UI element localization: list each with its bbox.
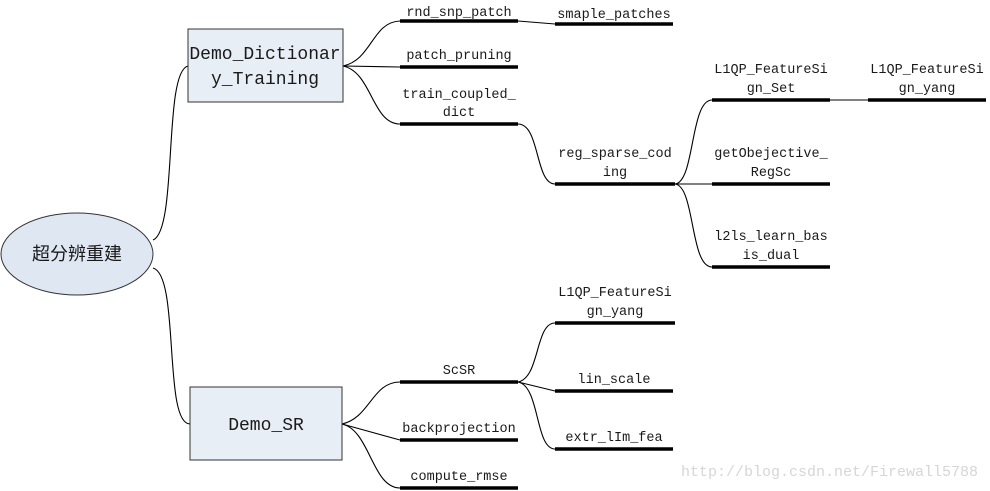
training-labels: rnd_snp_patch smaple_patches patch_pruni… [402, 6, 983, 264]
demo-sr-title: Demo_SR [228, 416, 304, 436]
node-rnd-snp-patch[interactable]: rnd_snp_patch [406, 6, 511, 21]
connectors [152, 20, 868, 489]
root-ellipse [0, 212, 154, 296]
node-l1qp-yang-line2[interactable]: gn_yang [899, 82, 956, 97]
node-getobj-line1[interactable]: getObejective_ [714, 147, 828, 162]
node-scsr[interactable]: ScSR [443, 364, 475, 379]
connector-training-coupled [342, 65, 401, 125]
connector-scsr-l1qp [517, 322, 556, 383]
node-train-coupled-line1[interactable]: train_coupled_ [402, 88, 516, 103]
watermark: http://blog.csdn.net/Firewall5788 [681, 464, 978, 481]
node-l1qp-yang-line1[interactable]: L1QP_FeatureSi [870, 63, 983, 78]
node-train-coupled-line2[interactable]: dict [443, 106, 475, 121]
node-extr-fea[interactable]: extr_lIm_fea [565, 431, 662, 446]
demo-dictionary-training-title-line2: y_Training [211, 70, 319, 90]
node-l2ls-line1[interactable]: l2ls_learn_bas [714, 230, 827, 245]
demo-dictionary-training-box [187, 28, 344, 103]
node-l1qp-set-line1[interactable]: L1QP_FeatureSi [714, 63, 827, 78]
node-reg-sparse-line1[interactable]: reg_sparse_cod [558, 147, 671, 162]
connector-sr-backproj [341, 423, 401, 441]
root-label: 超分辨重建 [32, 244, 122, 265]
connector-scsr-lin [517, 381, 556, 392]
demo-dictionary-training-node[interactable]: Demo_Dictionar y_Training [187, 28, 344, 103]
demo-sr-node[interactable]: Demo_SR [189, 386, 343, 461]
demo-dictionary-training-title-line1: Demo_Dictionar [189, 45, 340, 65]
node-reg-sparse-line2[interactable]: ing [603, 166, 627, 181]
connector-reg-l2ls [674, 183, 713, 268]
connector-training-rnd [342, 20, 401, 67]
connector-coupled-reg [517, 123, 556, 185]
node-l1qp-set-line2[interactable]: gn_Set [747, 82, 796, 97]
node-getobj-line2[interactable]: RegSc [751, 166, 792, 181]
node-underlines [400, 19, 986, 490]
node-smaple-patches[interactable]: smaple_patches [557, 8, 670, 23]
connector-reg-l1qp-set [674, 99, 713, 185]
node-l2ls-line2[interactable]: is_dual [743, 249, 800, 264]
node-patch-pruning[interactable]: patch_pruning [406, 49, 511, 64]
connector-training-pruning [342, 65, 401, 68]
connector-sr-rmse [341, 423, 401, 489]
connector-sr-scsr [341, 381, 401, 425]
connector-rnd-smaple [517, 20, 556, 25]
node-backprojection[interactable]: backprojection [402, 422, 515, 437]
node-sr-l1qp-line2[interactable]: gn_yang [587, 305, 644, 320]
connector-root-sr [152, 267, 191, 425]
node-compute-rmse[interactable]: compute_rmse [410, 470, 507, 485]
connector-root-training [152, 65, 189, 241]
node-sr-l1qp-line1[interactable]: L1QP_FeatureSi [558, 286, 671, 301]
demo-sr-box [189, 386, 343, 461]
connector-scsr-extr [517, 381, 556, 450]
sr-labels: ScSR L1QP_FeatureSi gn_yang lin_scale ex… [402, 286, 671, 485]
root-node[interactable]: 超分辨重建 [0, 212, 154, 296]
node-lin-scale[interactable]: lin_scale [578, 373, 651, 388]
